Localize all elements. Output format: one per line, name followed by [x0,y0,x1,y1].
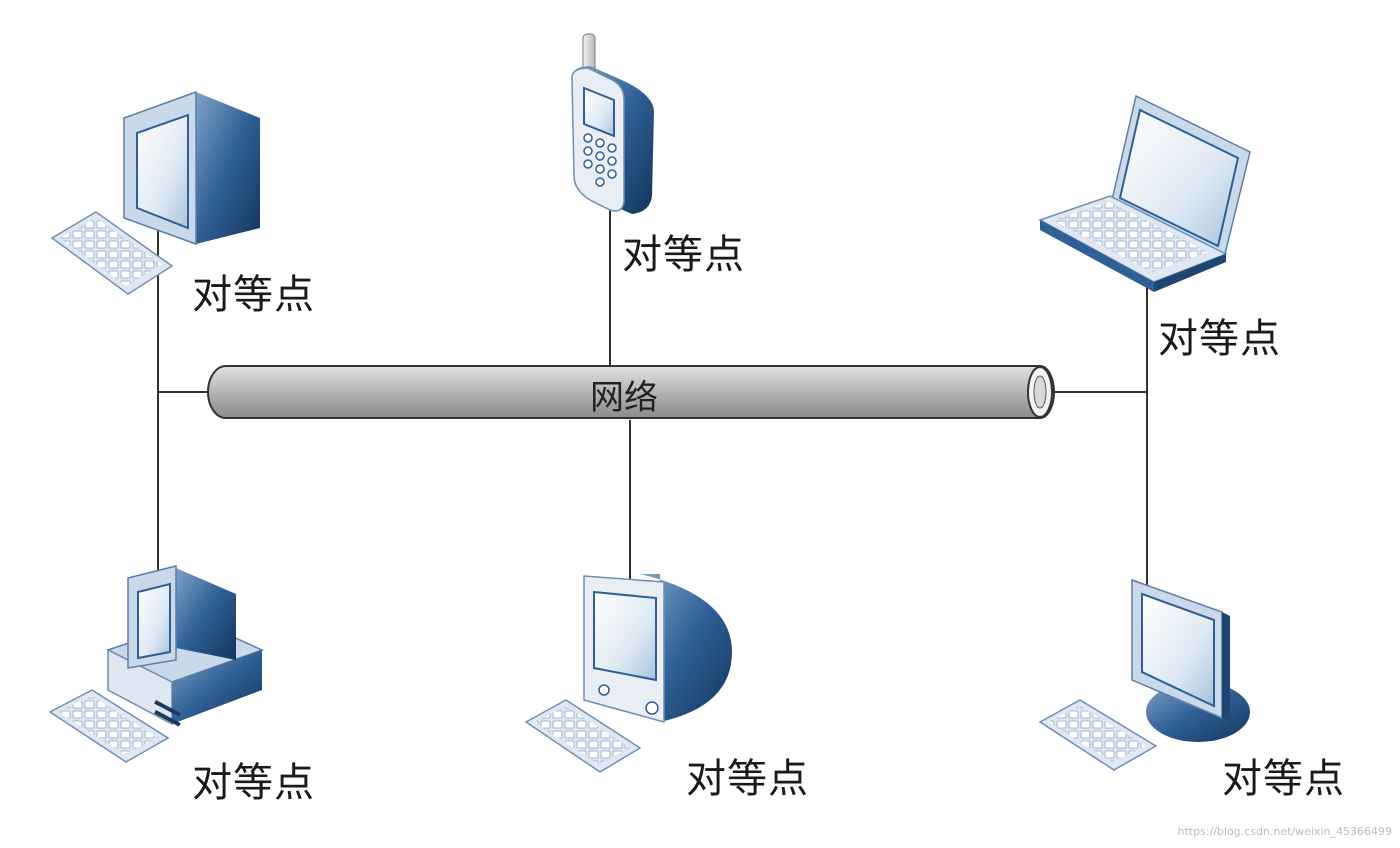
tower-pc-icon [48,565,264,763]
desktop-computer-icon [50,90,260,295]
peer-label-desktop: 对等点 [192,272,315,318]
peer-label-imac: 对等点 [686,756,809,802]
peer-label-laptop: 对等点 [1158,316,1281,362]
network-label: 网络 [590,378,658,418]
flat-monitor-icon [1038,578,1250,771]
network-pipe [207,365,1055,419]
watermark-text: https://blog.csdn.net/weixin_45366499 [1177,825,1392,838]
all-in-one-computer-icon [524,574,732,773]
laptop-icon [1038,94,1251,292]
mobile-phone-icon [571,33,654,214]
peer-label-tower: 对等点 [192,760,315,806]
peer-label-phone: 对等点 [622,232,745,278]
peer-label-monitor: 对等点 [1222,756,1345,802]
